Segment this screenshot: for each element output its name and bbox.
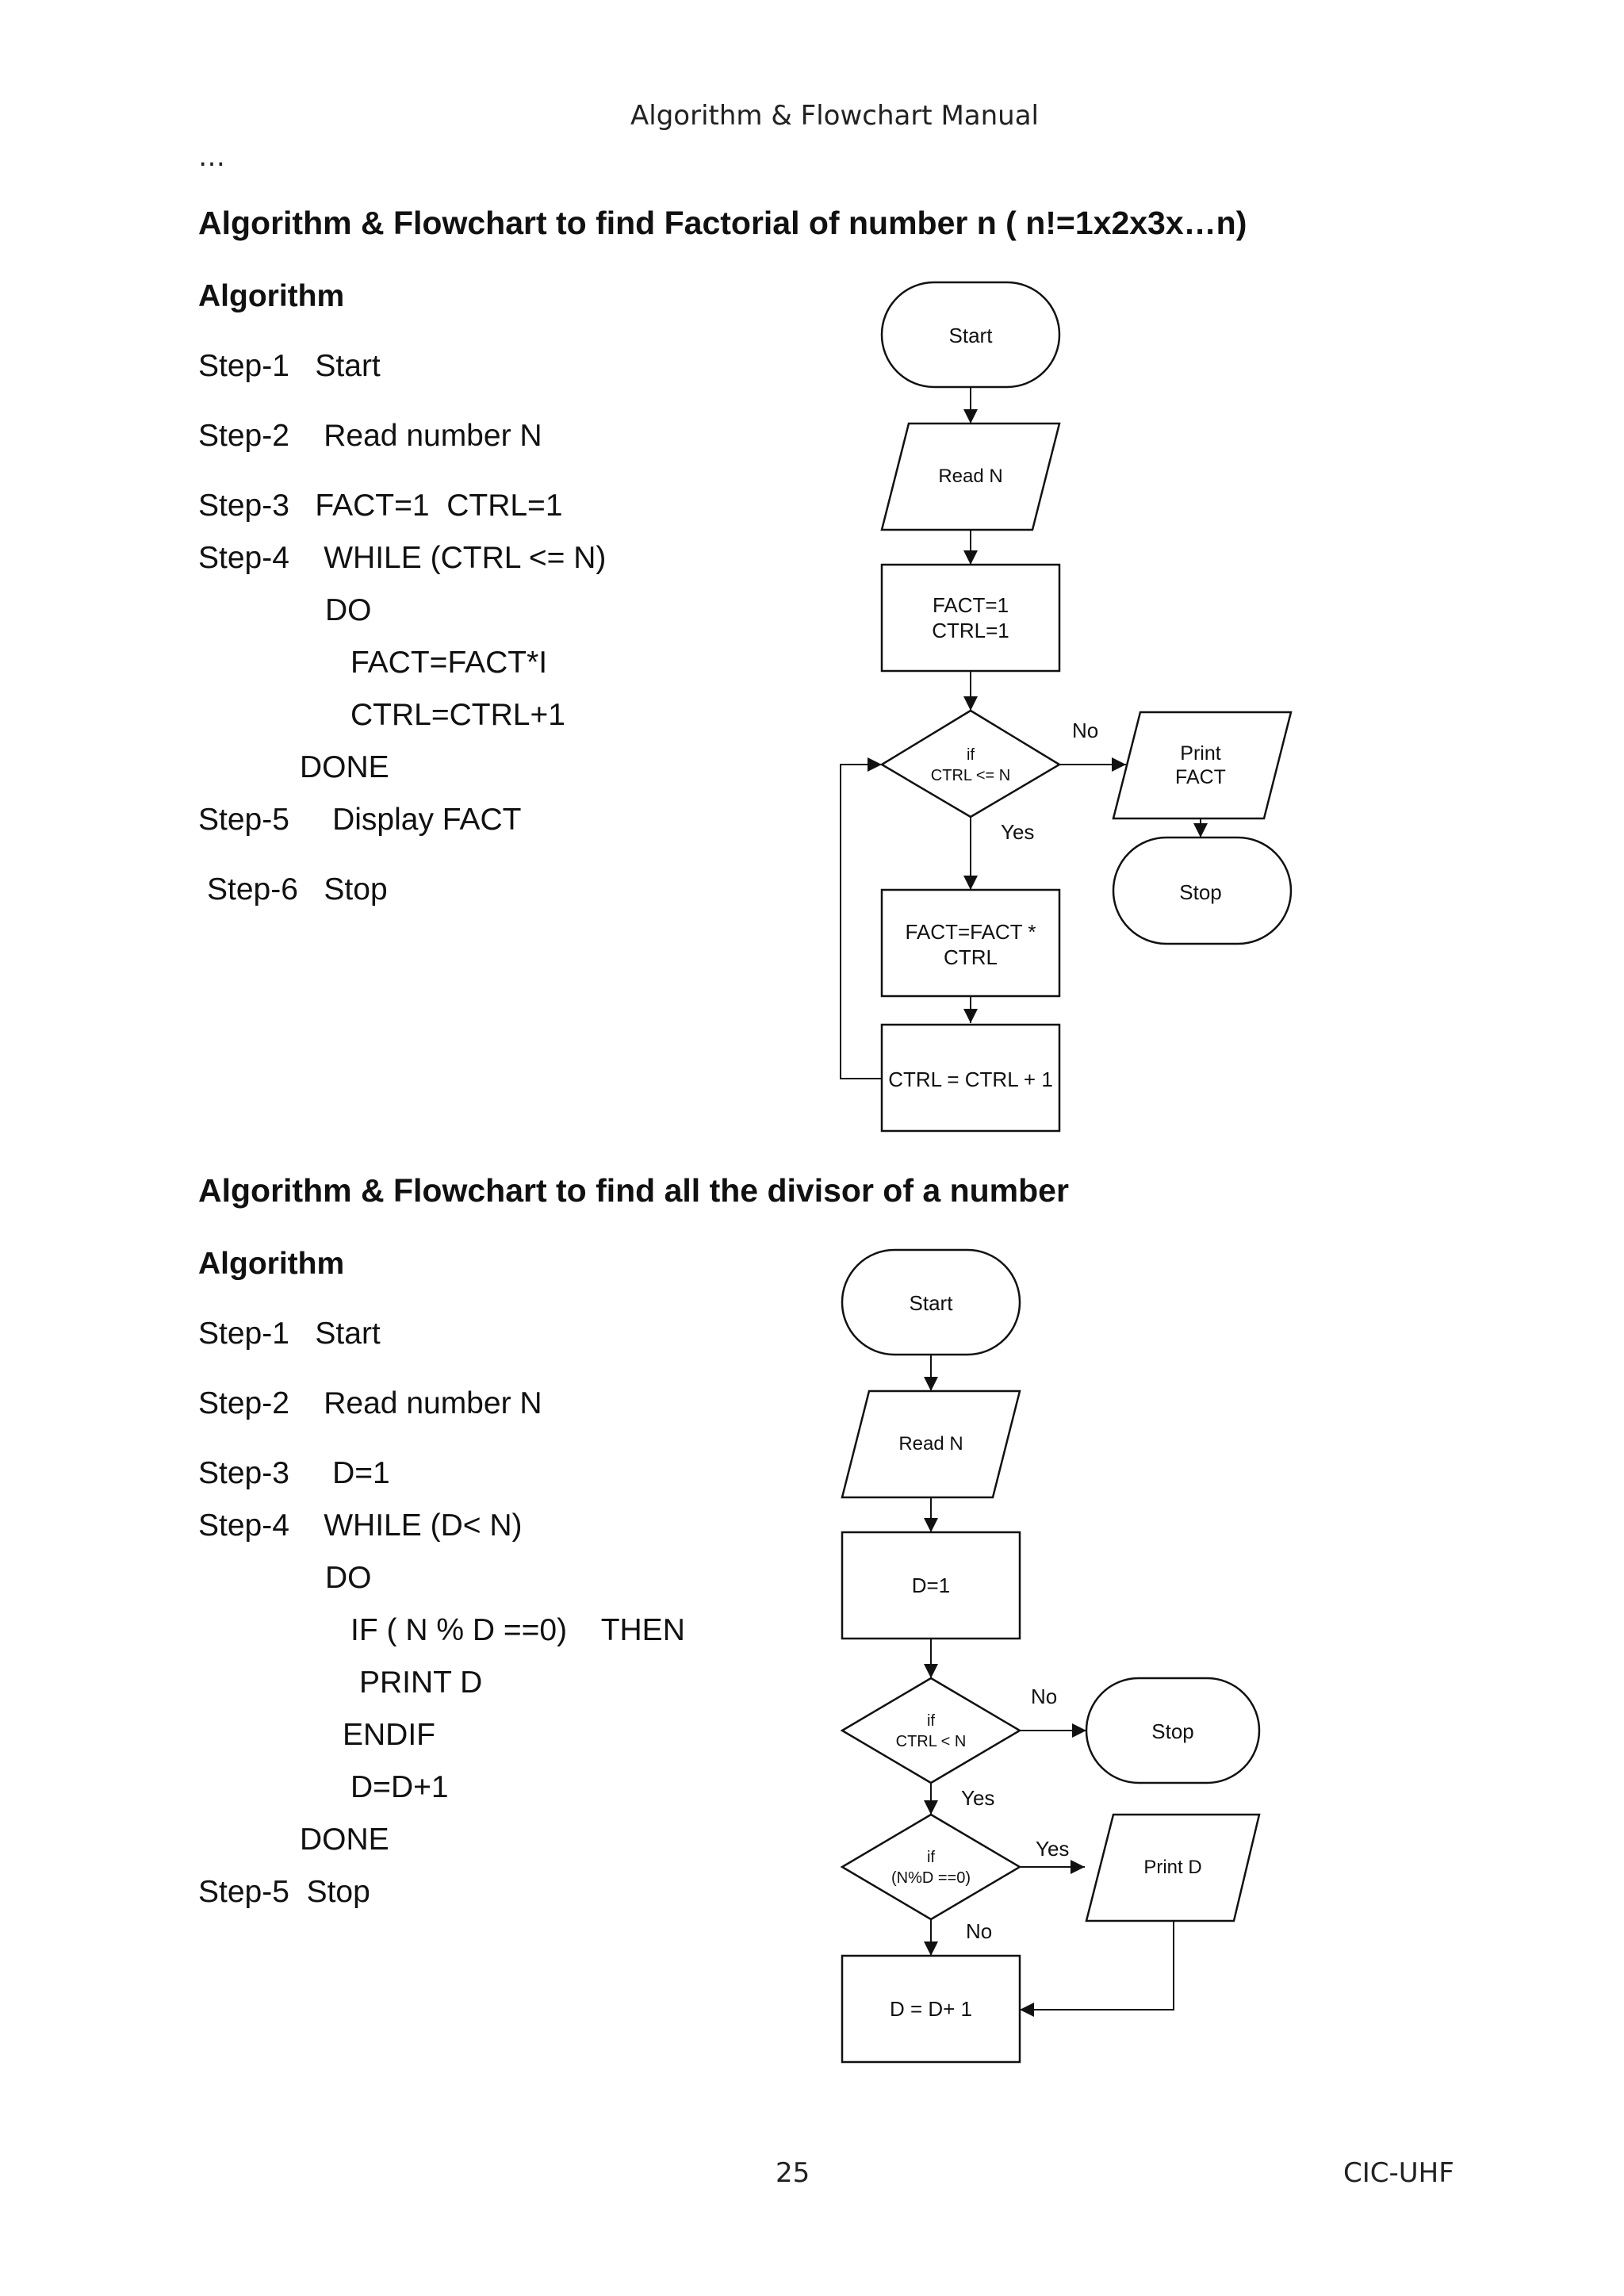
stop-terminal <box>1085 1677 1261 1784</box>
algorithm-step: Step-2 Read number N <box>198 419 542 453</box>
section-title-divisors: Algorithm & Flowchart to find all the di… <box>198 1172 1069 1209</box>
algorithm-step: Step-3 FACT=1 CTRL=1 <box>198 489 563 523</box>
print-text: Print D <box>1143 1857 1201 1878</box>
condition-text: (N%D ==0) <box>891 1869 971 1887</box>
start-terminal <box>841 1248 1021 1356</box>
algorithm-step: Step-3 D=1 <box>198 1456 390 1490</box>
print-text: FACT <box>1175 766 1226 788</box>
read-text: Read N <box>938 466 1002 487</box>
print-text: Print <box>1180 742 1220 765</box>
divisor-flowchart: Start Read N D=1 if CTRL < N No Stop Yes… <box>840 1248 1261 2064</box>
algorithm-step: PRINT D <box>359 1665 483 1700</box>
algorithm-step: DO <box>325 1561 372 1595</box>
increment-text: D = D+ 1 <box>890 1997 972 2021</box>
print-io-box <box>1112 711 1293 820</box>
algorithm-step: Step-4 WHILE (D< N) <box>198 1508 523 1543</box>
algorithm-heading: Algorithm <box>198 279 345 313</box>
yes-label: Yes <box>1001 820 1034 844</box>
yes-label: Yes <box>961 1786 994 1810</box>
init-text: FACT=1 <box>933 593 1009 617</box>
algorithm-step: Step-1 Start <box>198 349 381 383</box>
page-number: 25 <box>776 2157 810 2189</box>
loop-condition-decision <box>840 1677 1022 1784</box>
no-label: No <box>1072 719 1098 742</box>
start-terminal <box>880 281 1061 389</box>
init-process-box <box>841 1531 1021 1640</box>
algorithm-step: IF ( N % D ==0) THEN <box>350 1613 685 1647</box>
algorithm-step: CTRL=CTRL+1 <box>350 698 565 732</box>
algorithm-step: Step-1 Start <box>198 1317 381 1351</box>
read-io-box <box>880 422 1061 531</box>
stop-terminal <box>1112 836 1293 945</box>
algorithm-step: Step-2 Read number N <box>198 1386 542 1420</box>
algorithm-step: Step-5 Display FACT <box>198 803 522 837</box>
algorithm-step: DONE <box>300 750 389 784</box>
factorial-flowchart: Start Read N FACT=1 CTRL=1 if CTRL <= N … <box>840 281 1293 1133</box>
condition-text: CTRL <= N <box>931 767 1010 784</box>
init-text: CTRL=1 <box>932 619 1009 642</box>
algorithm-step: Step-5 Stop <box>198 1875 370 1909</box>
algorithm-step: DO <box>325 593 372 627</box>
multiply-text: CTRL <box>944 945 998 969</box>
yes-label: Yes <box>1036 1837 1069 1861</box>
continuation-ellipsis: … <box>198 141 225 173</box>
algorithm-step: Step-4 WHILE (CTRL <= N) <box>198 541 607 575</box>
section-title-factorial: Algorithm & Flowchart to find Factorial … <box>198 205 1247 241</box>
algorithm-step: DONE <box>300 1823 389 1857</box>
algorithm-heading: Algorithm <box>198 1247 345 1281</box>
init-text: D=1 <box>912 1573 950 1597</box>
algorithm-step: Step-6 Stop <box>207 872 388 907</box>
no-label: No <box>966 1919 992 1943</box>
no-label: No <box>1031 1685 1057 1708</box>
algorithm-step: ENDIF <box>343 1718 435 1752</box>
increment-process-box <box>880 1023 1061 1133</box>
read-io-box <box>841 1389 1021 1499</box>
stop-text: Stop <box>1179 880 1222 904</box>
condition-text: if <box>927 1712 935 1730</box>
init-process-box <box>880 563 1061 673</box>
loop-back-arrow <box>840 757 882 1079</box>
increment-text: CTRL = CTRL + 1 <box>888 1068 1053 1091</box>
print-return-arrow <box>1020 1921 1174 2017</box>
running-header: Algorithm & Flowchart Manual <box>630 100 1039 132</box>
condition-text: CTRL < N <box>896 1733 967 1750</box>
footer-org: CIC-UHF <box>1343 2157 1454 2189</box>
condition-text: if <box>967 746 975 764</box>
start-text: Start <box>949 324 994 347</box>
multiply-text: FACT=FACT * <box>906 920 1036 944</box>
print-io-box <box>1085 1813 1261 1922</box>
stop-text: Stop <box>1151 1719 1194 1743</box>
read-text: Read N <box>898 1433 963 1455</box>
algorithm-step: FACT=FACT*I <box>350 646 548 680</box>
condition-text: if <box>927 1849 935 1866</box>
multiply-process-box <box>880 888 1061 998</box>
algorithm-step: D=D+1 <box>350 1770 449 1804</box>
increment-process-box <box>841 1954 1021 2064</box>
condition-decision <box>879 709 1062 818</box>
start-text: Start <box>910 1291 954 1315</box>
divisibility-decision <box>840 1813 1022 1921</box>
